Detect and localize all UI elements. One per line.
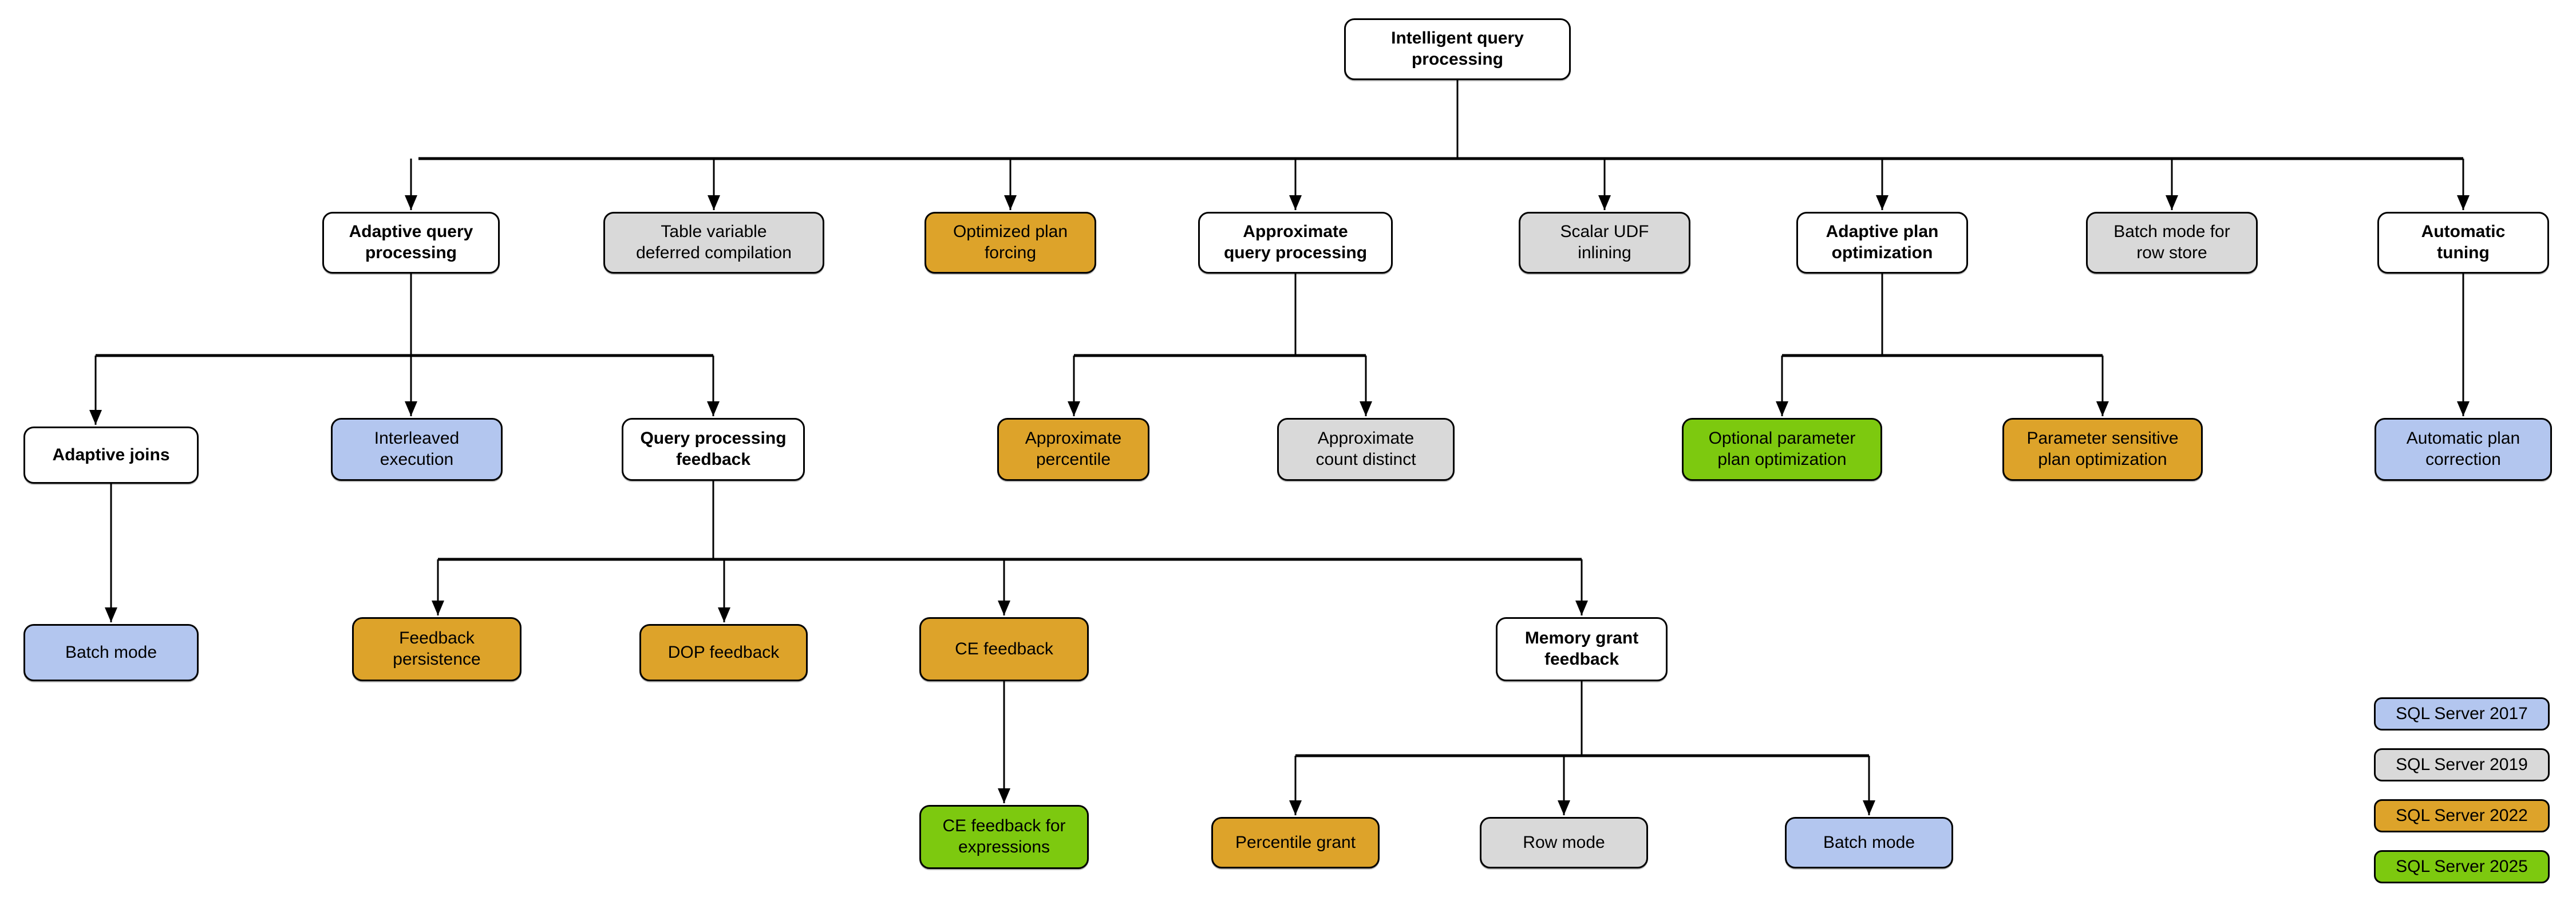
node-fp[interactable]: Feedback persistence bbox=[352, 617, 521, 681]
node-acd[interactable]: Approximate count distinct bbox=[1277, 418, 1455, 481]
arrow-pspo bbox=[2096, 401, 2109, 416]
arrow-rm bbox=[1558, 800, 1570, 815]
node-apo[interactable]: Adaptive plan optimization bbox=[1796, 212, 1968, 274]
node-ce[interactable]: CE feedback bbox=[919, 617, 1089, 681]
arrow-aqp bbox=[405, 195, 417, 210]
arrow-apo bbox=[1876, 195, 1888, 210]
node-tvdc[interactable]: Table variable deferred compilation bbox=[603, 212, 824, 274]
node-oppo[interactable]: Optional parameter plan optimization bbox=[1682, 418, 1882, 481]
node-bm2[interactable]: Batch mode bbox=[1785, 817, 1953, 868]
node-bm1[interactable]: Batch mode bbox=[23, 624, 199, 681]
node-aj[interactable]: Adaptive joins bbox=[23, 427, 199, 484]
legend-item-sql-server-2019: SQL Server 2019 bbox=[2374, 748, 2550, 781]
arrow-dop bbox=[718, 607, 730, 622]
node-apc[interactable]: Automatic plan correction bbox=[2374, 418, 2552, 481]
arrow-bmrs bbox=[2166, 195, 2178, 210]
node-dop[interactable]: DOP feedback bbox=[639, 624, 808, 681]
legend-item-sql-server-2022: SQL Server 2022 bbox=[2374, 799, 2550, 832]
node-bmrs[interactable]: Batch mode for row store bbox=[2086, 212, 2258, 274]
node-pspo[interactable]: Parameter sensitive plan optimization bbox=[2002, 418, 2203, 481]
node-at[interactable]: Automatic tuning bbox=[2377, 212, 2549, 274]
node-rm[interactable]: Row mode bbox=[1480, 817, 1648, 868]
arrow-cefe bbox=[998, 788, 1010, 803]
node-ap[interactable]: Approximate percentile bbox=[997, 418, 1149, 481]
arrow-oppo bbox=[1776, 401, 1788, 416]
node-opf[interactable]: Optimized plan forcing bbox=[924, 212, 1096, 274]
arrow-qpf bbox=[707, 401, 720, 416]
arrow-pg bbox=[1289, 800, 1302, 815]
arrow-appqp bbox=[1289, 195, 1302, 210]
node-ie[interactable]: Interleaved execution bbox=[331, 418, 503, 481]
node-aqp[interactable]: Adaptive query processing bbox=[322, 212, 500, 274]
arrow-acd bbox=[1360, 401, 1372, 416]
arrow-fp bbox=[432, 601, 444, 615]
arrow-opf bbox=[1004, 195, 1017, 210]
arrowhead-group bbox=[89, 195, 2470, 815]
arrow-sudf bbox=[1598, 195, 1611, 210]
legend-item-sql-server-2017: SQL Server 2017 bbox=[2374, 697, 2550, 731]
node-qpf[interactable]: Query processing feedback bbox=[622, 418, 805, 481]
arrow-ap bbox=[1068, 401, 1080, 416]
arrow-bm2 bbox=[1863, 800, 1875, 815]
node-cefe[interactable]: CE feedback for expressions bbox=[919, 805, 1089, 869]
node-appqp[interactable]: Approximate query processing bbox=[1198, 212, 1393, 274]
node-mgf[interactable]: Memory grant feedback bbox=[1496, 617, 1668, 681]
arrow-at bbox=[2457, 195, 2470, 210]
node-root[interactable]: Intelligent query processing bbox=[1344, 18, 1571, 80]
arrow-apc bbox=[2457, 401, 2470, 416]
arrow-tvdc bbox=[708, 195, 720, 210]
legend-item-sql-server-2025: SQL Server 2025 bbox=[2374, 850, 2550, 883]
arrow-mgf bbox=[1575, 601, 1588, 615]
arrow-bm1 bbox=[105, 607, 117, 622]
arrow-ce bbox=[998, 601, 1010, 615]
arrow-aj bbox=[89, 410, 102, 425]
node-sudf[interactable]: Scalar UDF inlining bbox=[1519, 212, 1690, 274]
node-pg[interactable]: Percentile grant bbox=[1211, 817, 1380, 868]
arrow-ie bbox=[405, 401, 417, 416]
